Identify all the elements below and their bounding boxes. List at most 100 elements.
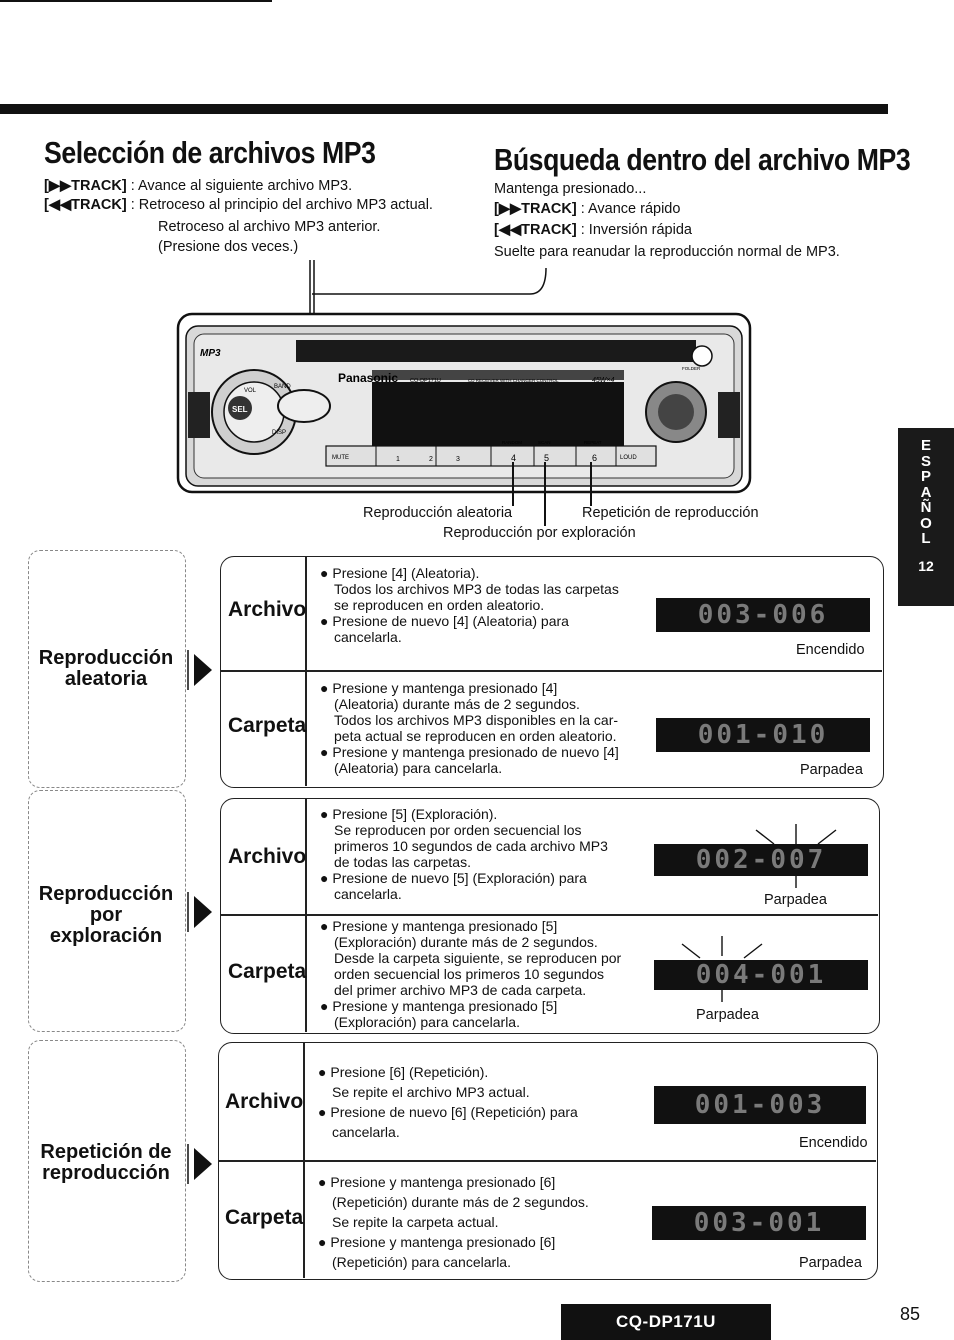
rew-track-key: [◀◀TRACK] xyxy=(494,222,577,238)
repeat-carpeta-bullet1-l3: Se repite la carpeta actual. xyxy=(332,1214,499,1230)
scan-carpeta-caption: Parpadea xyxy=(696,1007,759,1023)
random-archivo-text: ● Presione [4] (Aleatoria). Todos los ar… xyxy=(320,565,619,645)
tab-letter: O xyxy=(920,514,932,532)
language-side-tab: E S P A Ñ O L 12 xyxy=(898,428,954,606)
device-mp3-logo: MP3 xyxy=(200,348,221,359)
scan-archivo-bullet1-l2: Se reproducen por orden secuencial los xyxy=(334,822,582,838)
random-title: Reproducción aleatoria xyxy=(28,648,184,690)
random-carpeta-bullet2-l2: (Aleatoria) para cancelarla. xyxy=(334,760,503,776)
device-preset-1: 1 xyxy=(396,456,400,463)
random-archivo-bullet1-l3: se reproducen en orden aleatorio. xyxy=(334,597,545,613)
repeat-divider-horizontal xyxy=(218,1160,876,1162)
random-carpeta-lcd: 001-010 xyxy=(656,718,870,752)
repeat-archivo-caption: Encendido xyxy=(799,1135,868,1151)
callout-line-random xyxy=(512,462,514,506)
scan-carpeta-lcd: 004-001 xyxy=(654,960,868,990)
scan-archivo-caption: Parpadea xyxy=(764,892,827,908)
ff-track-key: [▶▶TRACK] xyxy=(494,201,577,217)
random-carpeta-label: Carpeta xyxy=(228,714,307,737)
callout-scan-label: Reproducción por exploración xyxy=(443,525,636,541)
random-carpeta-bullet2: Presione y mantenga presionado de nuevo … xyxy=(332,744,619,760)
repeat-archivo-lcd: 001-003 xyxy=(654,1086,866,1124)
random-carpeta-bullet1-l4: peta actual se reproducen en orden aleat… xyxy=(334,728,617,744)
repeat-carpeta-bullet1-l2: (Repetición) durante más de 2 segundos. xyxy=(332,1194,589,1210)
repeat-carpeta-caption: Parpadea xyxy=(799,1255,862,1271)
scan-carpeta-text: ● Presione y mantenga presionado [5] (Ex… xyxy=(320,918,622,1030)
next-track-key: [▶▶TRACK] xyxy=(44,178,127,194)
scan-carpeta-bullet1-l4: orden secuencial los primeros 10 segundo… xyxy=(334,966,605,982)
callout-random-label: Reproducción aleatoria xyxy=(363,505,513,521)
left-intro-line1: [▶▶TRACK] : Avance al siguiente archivo … xyxy=(44,177,352,195)
random-carpeta-caption: Parpadea xyxy=(800,762,863,778)
random-carpeta-text: ● Presione y mantenga presionado [4] (Al… xyxy=(320,680,619,776)
tab-letter: S xyxy=(920,452,931,470)
random-title-line2: aleatoria xyxy=(64,668,148,690)
scan-title-line1: Reproducción xyxy=(38,883,174,905)
repeat-carpeta-lcd: 003-001 xyxy=(652,1206,866,1240)
scan-archivo-bullet1-l3: primeros 10 segundos de cada archivo MP3 xyxy=(334,838,608,854)
device-scan: SCAN xyxy=(538,440,551,445)
scan-archivo-bullet1: Presione [5] (Exploración). xyxy=(332,806,498,822)
scan-carpeta-bullet2: Presione y mantenga presionado [5] xyxy=(332,998,558,1014)
tab-letter: A xyxy=(920,483,932,501)
footer-model-badge: CQ-DP171U xyxy=(561,1304,771,1340)
callout-line-repeat xyxy=(590,462,592,506)
repeat-title: Repetición de reproducción xyxy=(28,1142,184,1184)
repeat-archivo-label: Archivo xyxy=(225,1090,304,1113)
device-band: BAND xyxy=(274,384,291,390)
device-brand: Panasonic xyxy=(338,371,398,385)
scan-title-line3: exploración xyxy=(49,925,163,947)
footer-page-number: 85 xyxy=(900,1304,921,1324)
random-archivo-bullet1: Presione [4] (Aleatoria). xyxy=(332,565,480,581)
callout-line-scan xyxy=(544,462,546,526)
repeat-archivo-bullet2: Presione de nuevo [6] (Repetición) para xyxy=(330,1104,578,1120)
callout-repeat-label: Repetición de reproducción xyxy=(582,505,759,521)
scan-archivo-bullet2: Presione de nuevo [5] (Exploración) para xyxy=(332,870,587,886)
device-preset-5: 5 xyxy=(544,453,549,463)
random-archivo-caption: Encendido xyxy=(796,642,865,658)
rew-desc: : Inversión rápida xyxy=(580,222,692,238)
tab-letter: E xyxy=(920,437,931,454)
device-repeat: REPEAT xyxy=(584,440,602,445)
device-folder: FOLDER xyxy=(682,366,701,371)
left-intro-line2: [◀◀TRACK] : Retroceso al principio del a… xyxy=(44,196,433,214)
scan-archivo-label: Archivo xyxy=(228,845,307,868)
device-random: RANDOM xyxy=(502,440,522,445)
tab-letter: P xyxy=(920,468,931,485)
scan-archivo-bullet2-l2: cancelarla. xyxy=(334,886,402,902)
right-intro-line1: Mantenga presionado... xyxy=(494,181,647,197)
right-intro-line2: [▶▶TRACK] : Avance rápido xyxy=(494,200,680,218)
scan-carpeta-bullet1-l5: del primer archivo MP3 de cada carpeta. xyxy=(334,982,587,998)
ff-desc: : Avance rápido xyxy=(580,201,681,217)
repeat-archivo-text: ● Presione [6] (Repetición). Se repite e… xyxy=(318,1064,578,1140)
random-carpeta-bullet1-l3: Todos los archivos MP3 disponibles en la… xyxy=(334,712,619,728)
language-letters: E S P A Ñ O L xyxy=(898,428,954,547)
repeat-archivo-bullet2-l2: cancelarla. xyxy=(332,1124,400,1140)
repeat-archivo-bullet1: Presione [6] (Repetición). xyxy=(330,1064,489,1080)
scan-title-line2: por xyxy=(89,904,123,926)
right-intro-line3: [◀◀TRACK] : Inversión rápida xyxy=(494,221,692,239)
device-model-small: CQ-DP171U xyxy=(410,378,441,384)
random-archivo-bullet2: Presione de nuevo [4] (Aleatoria) para xyxy=(332,613,569,629)
section-page-number: 12 xyxy=(918,557,934,574)
scan-section-box xyxy=(220,798,880,1034)
device-disp: DISP xyxy=(272,430,286,436)
scan-carpeta-bullet1-l3: Desde la carpeta siguiente, se reproduce… xyxy=(334,950,622,966)
tab-letter: L xyxy=(921,530,931,547)
prev-track-key: [◀◀TRACK] xyxy=(44,197,127,213)
repeat-carpeta-bullet1: Presione y mantenga presionado [6] xyxy=(330,1174,556,1190)
car-stereo-faceplate: MP3 Panasonic CQ-DP171U CD RECEIVER WITH… xyxy=(176,312,752,494)
scan-carpeta-label: Carpeta xyxy=(228,960,307,983)
scan-carpeta-bullet1: Presione y mantenga presionado [5] xyxy=(332,918,558,934)
scan-divider-horizontal xyxy=(220,914,878,916)
scan-archivo-bullet1-l4: de todas las carpetas. xyxy=(334,854,471,870)
right-intro-line4: Suelte para reanudar la reproducción nor… xyxy=(494,244,840,260)
repeat-title-frame xyxy=(28,1040,186,1282)
random-carpeta-bullet1: Presione y mantenga presionado [4] xyxy=(332,680,558,696)
scan-arrow-icon xyxy=(187,892,212,932)
device-preset-6: 6 xyxy=(592,453,597,463)
next-track-desc: : Avance al siguiente archivo MP3. xyxy=(130,178,353,194)
random-archivo-label: Archivo xyxy=(228,598,307,621)
random-archivo-bullet2-l2: cancelarla. xyxy=(334,629,402,645)
device-sel: SEL xyxy=(232,405,248,414)
